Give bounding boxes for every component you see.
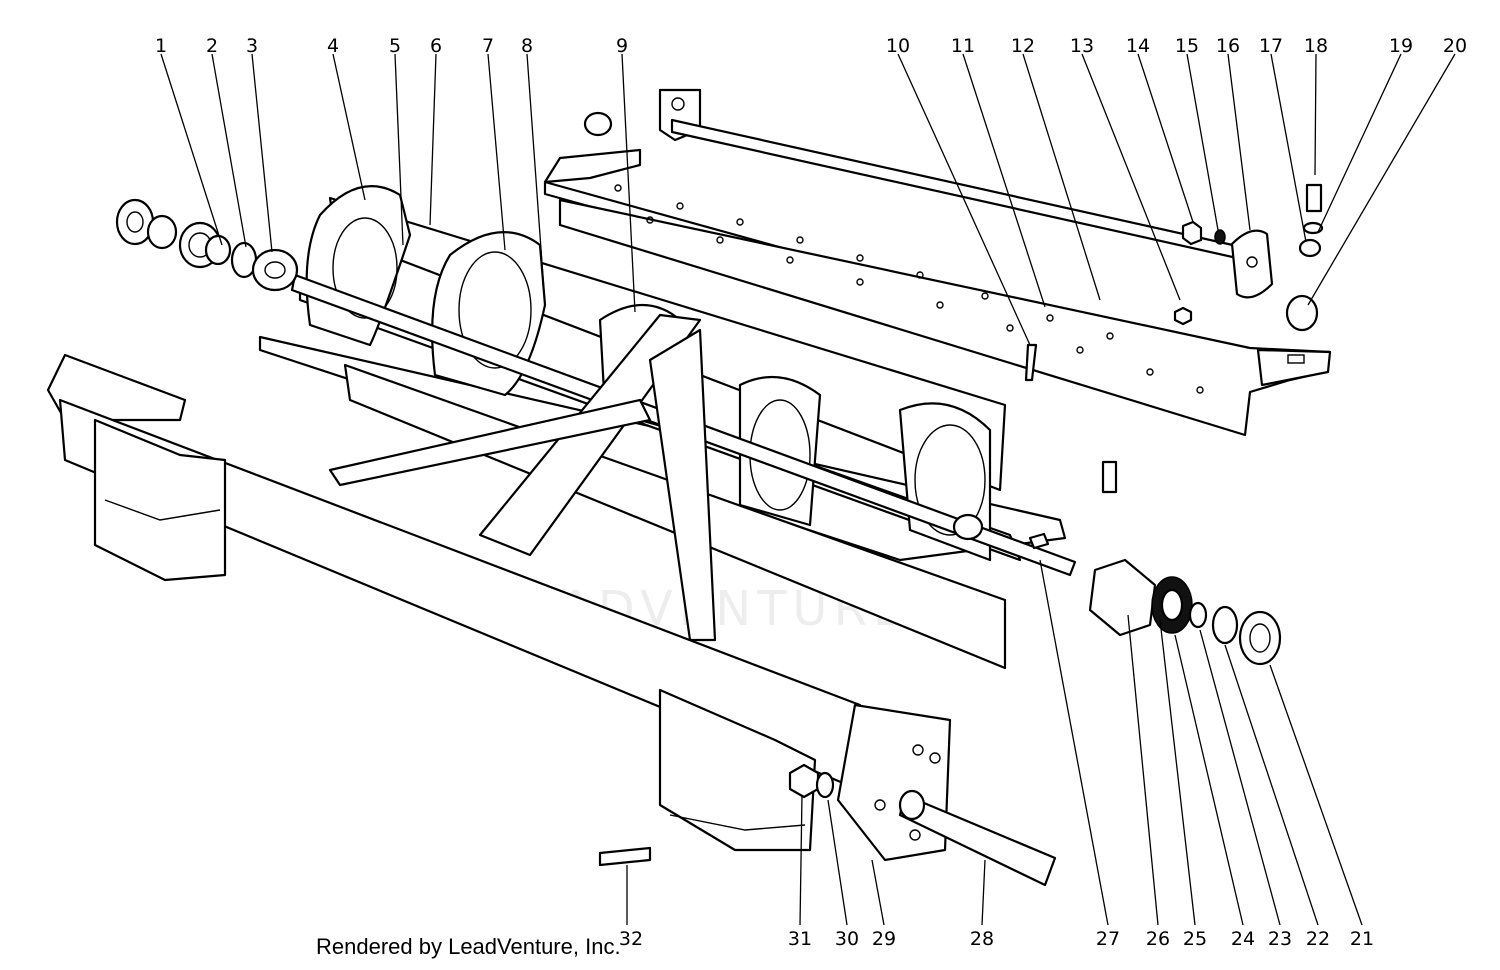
callout-30: 30 bbox=[835, 928, 859, 950]
callout-11: 11 bbox=[951, 35, 975, 57]
callout-28: 28 bbox=[970, 928, 994, 950]
callout-14: 14 bbox=[1126, 35, 1150, 57]
callout-labels: 1 2 3 4 5 6 7 8 9 10 11 12 13 14 15 16 1… bbox=[155, 35, 1467, 950]
right-bearing-parts bbox=[1088, 460, 1282, 666]
callout-15: 15 bbox=[1175, 35, 1199, 57]
callout-19: 19 bbox=[1389, 35, 1413, 57]
left-bearing-parts bbox=[115, 198, 299, 292]
callout-3: 3 bbox=[246, 35, 258, 57]
callout-21: 21 bbox=[1350, 928, 1374, 950]
callout-9: 9 bbox=[616, 35, 628, 57]
callout-29: 29 bbox=[872, 928, 896, 950]
callout-25: 25 bbox=[1183, 928, 1207, 950]
bedknife-bar-assembly bbox=[543, 88, 1332, 437]
frame bbox=[46, 313, 862, 852]
callout-17: 17 bbox=[1259, 35, 1283, 57]
callout-13: 13 bbox=[1070, 35, 1094, 57]
callout-10: 10 bbox=[886, 35, 910, 57]
callout-20: 20 bbox=[1443, 35, 1467, 57]
rendered-by-credit: Rendered by LeadVenture, Inc. bbox=[316, 934, 621, 959]
callout-1: 1 bbox=[155, 35, 167, 57]
callout-26: 26 bbox=[1146, 928, 1170, 950]
callout-24: 24 bbox=[1231, 928, 1255, 950]
callout-22: 22 bbox=[1306, 928, 1330, 950]
callout-12: 12 bbox=[1011, 35, 1035, 57]
callout-2: 2 bbox=[206, 35, 218, 57]
callout-18: 18 bbox=[1304, 35, 1328, 57]
callout-27: 27 bbox=[1096, 928, 1120, 950]
callout-4: 4 bbox=[327, 35, 339, 57]
callout-6: 6 bbox=[430, 35, 442, 57]
callout-32: 32 bbox=[619, 928, 643, 950]
callout-16: 16 bbox=[1216, 35, 1240, 57]
callout-8: 8 bbox=[521, 35, 533, 57]
callout-23: 23 bbox=[1268, 928, 1292, 950]
callout-5: 5 bbox=[389, 35, 401, 57]
callout-31: 31 bbox=[788, 928, 812, 950]
callout-7: 7 bbox=[482, 35, 494, 57]
side-plate-assembly bbox=[598, 703, 1057, 887]
leader-lines bbox=[160, 53, 1456, 926]
